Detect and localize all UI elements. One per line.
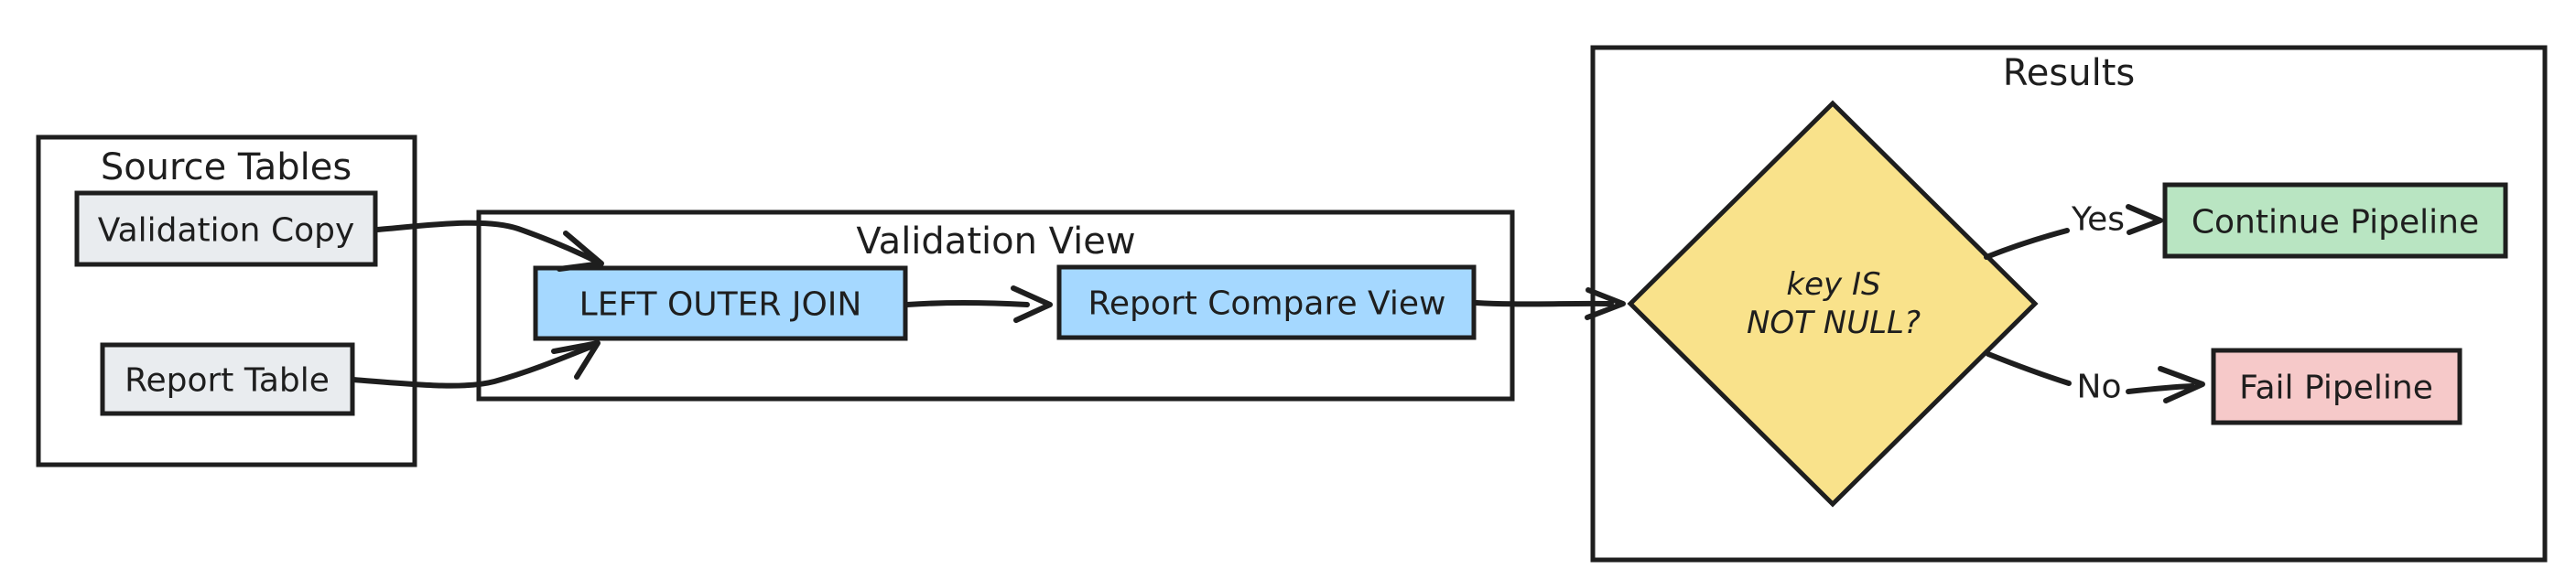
validation-copy-box [74,190,378,267]
decision-label-line2: NOT NULL? [1747,305,1921,341]
arrowhead-yes-to-continue [2126,204,2163,235]
validation-view-group: Validation View LEFT OUTER JOIN Report C… [476,209,1515,402]
decision-label-line1: key IS [1786,266,1880,303]
results-group: Results key IS NOT NULL? Continue Pipeli… [1590,45,2548,563]
results-title: Results [2003,52,2135,94]
arrowhead-validation-copy-to-join [557,231,604,272]
yes-branch-label: Yes [2071,201,2125,239]
report-compare-view-label: Report Compare View [1088,285,1446,323]
arrowhead-no-to-fail [2158,366,2205,403]
edge-report-table-to-join [351,343,596,389]
report-table-box [100,342,355,416]
arrowhead-join-to-compare [1011,285,1053,323]
continue-pipeline-node: Continue Pipeline [2162,182,2508,259]
no-branch-label: No [2077,369,2122,406]
report-compare-view-node: Report Compare View [1056,264,1477,340]
left-outer-join-box [533,265,908,341]
arrowhead-compare-to-decision [1585,287,1626,320]
source-tables-title: Source Tables [101,146,352,188]
edges-group [351,204,2205,403]
edge-no-to-fail [2126,383,2195,394]
validation-view-title: Validation View [856,220,1135,263]
source-tables-group: Source Tables Validation Copy Report Tab… [36,134,417,467]
fail-pipeline-label: Fail Pipeline [2239,370,2433,407]
continue-pipeline-box [2162,182,2508,259]
report-compare-view-box [1056,264,1477,340]
edge-validation-copy-to-join [374,220,600,264]
fail-pipeline-box [2211,348,2462,425]
validation-copy-label: Validation Copy [98,212,355,250]
edge-join-to-compare [904,300,1030,307]
arrowhead-report-table-to-join [551,340,601,380]
decision-node: key IS NOT NULL? [1627,100,2039,508]
left-outer-join-node: LEFT OUTER JOIN [533,265,908,341]
continue-pipeline-label: Continue Pipeline [2192,204,2479,242]
edge-compare-to-decision [1474,300,1614,307]
fail-pipeline-node: Fail Pipeline [2211,348,2462,425]
decision-diamond [1627,100,2039,508]
edge-decision-to-yes [1984,228,2070,260]
validation-copy-node: Validation Copy [74,190,378,267]
report-table-label: Report Table [124,362,330,400]
edge-decision-to-no [1986,351,2072,386]
left-outer-join-label: LEFT OUTER JOIN [579,286,862,324]
report-table-node: Report Table [100,342,355,416]
